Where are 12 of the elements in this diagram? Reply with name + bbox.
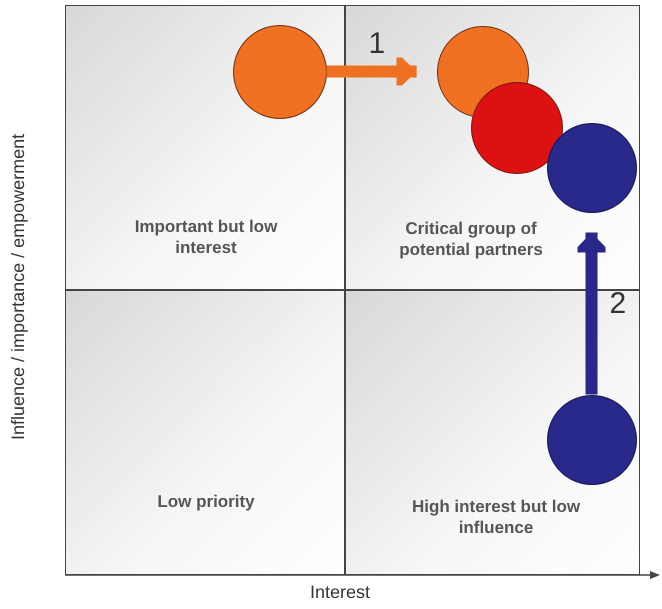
quadrant-label: Critical group of potential partners (398, 218, 544, 260)
quadrant-label: High interest but low influence (410, 496, 582, 538)
quadrant-panel (345, 290, 640, 575)
quadrant-panel (65, 290, 345, 575)
quadrant-label: Low priority (156, 491, 256, 512)
quadrant-panel (345, 5, 640, 290)
quadrant-label: Important but low interest (134, 216, 278, 258)
step-number: 1 (368, 26, 386, 60)
axis-label: Influence / importance / empowerment (8, 134, 29, 440)
step-number: 2 (610, 286, 626, 320)
axis-label: Interest (310, 582, 370, 603)
quadrant-panel (65, 5, 345, 290)
